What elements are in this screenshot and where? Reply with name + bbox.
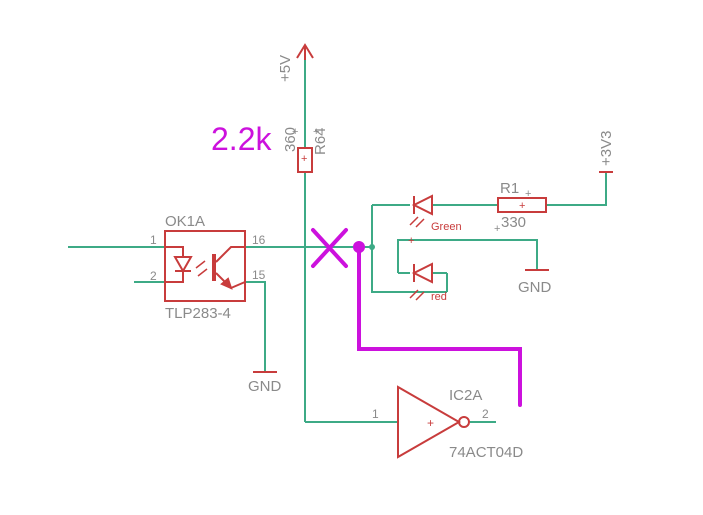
inverter-triangle-icon [397, 385, 462, 459]
led-green-label: Green [431, 221, 462, 233]
annotation-reroute-wire [357, 245, 522, 407]
led-red-label: red [431, 291, 447, 303]
inverter-pin-2: 2 [482, 407, 489, 421]
inverter-bubble-icon [458, 416, 470, 428]
opto-pin-2: 2 [150, 269, 157, 283]
wire-r1-to-3v3 [546, 172, 607, 206]
gnd-right: GND [518, 269, 552, 296]
opto-pin-1: 1 [150, 233, 157, 247]
r1-plus-mark-b: + [525, 188, 531, 200]
gnd-right-label: GND [518, 279, 552, 296]
supply-3v3-label: +3V3 [598, 131, 615, 166]
led-green [409, 194, 433, 228]
inverter-name: IC2A [449, 387, 482, 404]
resistor-r64: + 360 R64 + + [282, 126, 329, 173]
optocoupler [164, 230, 246, 302]
wire-red-led-gnd [397, 239, 538, 273]
gnd-left: GND [248, 371, 282, 395]
optocoupler-part: TLP283-4 [165, 305, 231, 322]
led-red-plus-mark: + [408, 235, 414, 247]
r64-plus-mark-b: + [313, 126, 319, 138]
opto-pin-16: 16 [252, 233, 266, 247]
inverter-part: 74ACT04D [449, 444, 523, 461]
r1-plus-mark-a: + [494, 223, 500, 235]
supply-5v-label: +5V [277, 55, 294, 82]
resistor-r64-name: R64 [312, 127, 329, 155]
optocoupler-name: OK1A [165, 213, 205, 230]
supply-5v: +5V [277, 43, 314, 82]
opto-emitter-arrow-icon [220, 277, 233, 290]
annotation-junction-dot [353, 241, 365, 253]
resistor-r64-body [297, 147, 313, 173]
inverter-plus: + [427, 416, 434, 430]
inverter [397, 385, 470, 459]
resistor-r1-name: R1 [500, 180, 519, 197]
led-green-triangle [411, 194, 433, 216]
junction-dot [369, 244, 375, 250]
resistor-r64-plus: + [301, 153, 307, 165]
resistor-r1-plus: + [519, 200, 525, 212]
opto-transistor-collector [215, 246, 245, 263]
opto-led-return [165, 271, 184, 283]
gnd-left-label: GND [248, 378, 282, 395]
r64-plus-mark-a: + [292, 126, 298, 138]
opto-led-wire [165, 246, 184, 257]
led-green-emission-icon [409, 216, 425, 228]
led-red-emission-icon [409, 289, 425, 301]
wires [68, 52, 607, 423]
annotation-value-label: 2.2k [211, 121, 272, 157]
led-red-triangle [411, 262, 433, 284]
led-red [409, 262, 433, 301]
inverter-pin-1: 1 [372, 407, 379, 421]
opto-led-triangle-icon [173, 256, 193, 274]
resistor-r1-value: 330 [501, 214, 526, 231]
wire-emitter-gnd [245, 281, 266, 372]
resistor-r1-body [497, 197, 547, 213]
resistor-r1: + R1 330 + + [494, 180, 547, 235]
opto-emission-icon [195, 260, 208, 277]
supply-3v3: +3V3 [598, 131, 615, 173]
opto-pin-15: 15 [252, 268, 266, 282]
optocoupler-body [164, 230, 246, 302]
resistor-r64-value: 360 [282, 127, 299, 152]
annotation-overlay [311, 228, 522, 407]
wire-led-branch [371, 205, 447, 293]
